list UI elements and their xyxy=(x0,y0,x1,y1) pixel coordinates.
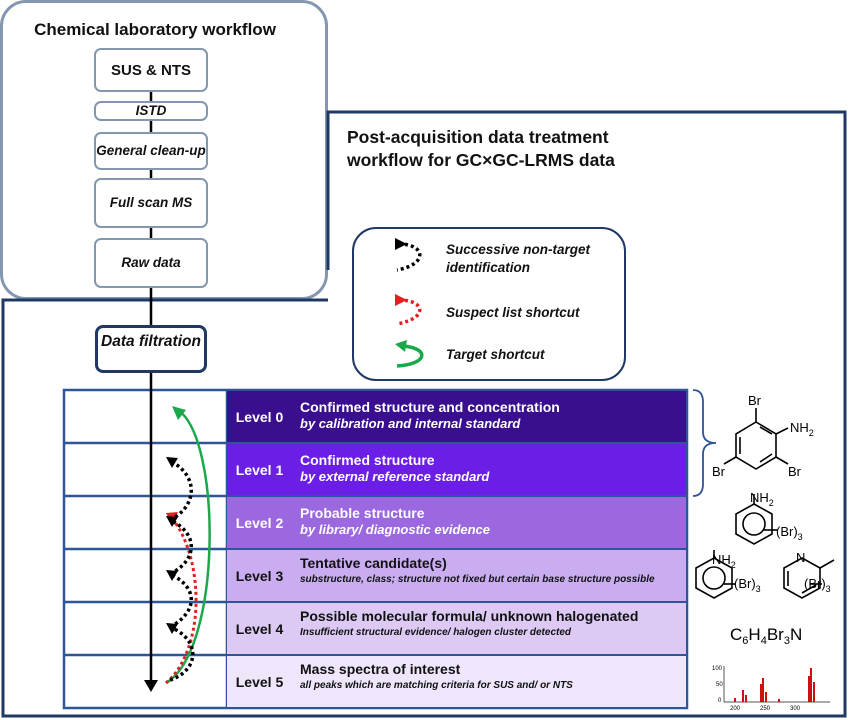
target-arrow-icon xyxy=(395,340,424,368)
svg-text:50: 50 xyxy=(716,682,723,688)
level-4-heading: Possible molecular formula/ unknown halo… xyxy=(300,608,639,624)
nontarget-arrows xyxy=(169,460,195,682)
nh2-label-1: NH2 xyxy=(790,420,814,438)
level-4-description: Possible molecular formula/ unknown halo… xyxy=(292,603,686,654)
level-0-heading: Confirmed structure and concentration xyxy=(300,399,560,415)
svg-text:100: 100 xyxy=(712,666,723,672)
br-left-label: Br xyxy=(712,464,726,479)
br3-label-2: (Br)3 xyxy=(734,576,761,594)
level-2-label: Level 2 xyxy=(227,497,292,548)
legend-target-label: Target shortcut xyxy=(446,347,545,362)
svg-text:0: 0 xyxy=(718,698,722,704)
level-0-subheading: by calibration and internal standard xyxy=(300,416,521,431)
level-3-subheading: substructure, class; structure not fixed… xyxy=(300,574,655,585)
level-5-heading: Mass spectra of interest xyxy=(300,661,461,677)
aniline-br3-structure-2 xyxy=(695,550,736,599)
level-2-heading: Probable structure xyxy=(300,505,425,521)
level-1-label: Level 1 xyxy=(227,444,292,495)
level-4-label: Level 4 xyxy=(227,603,292,654)
br-right-label: Br xyxy=(788,464,802,479)
nh2-label-3: NH2 xyxy=(712,552,736,570)
level-3-description: Tentative candidate(s) substructure, clas… xyxy=(292,550,686,601)
tribromoaniline-structure xyxy=(723,408,789,470)
legend-suspect-label: Suspect list shortcut xyxy=(446,305,580,320)
level-1-subheading: by external reference standard xyxy=(300,469,490,484)
mass-spectrum: 100 50 0 200 250 300 xyxy=(712,666,830,712)
step-sus-nts: SUS & NTS xyxy=(94,48,208,92)
legend-nontarget-label: Successive non-target identification xyxy=(446,242,591,275)
svg-text:300: 300 xyxy=(790,706,801,712)
svg-text:200: 200 xyxy=(730,706,741,712)
level-4-subheading: Insufficient structural evidence/ haloge… xyxy=(300,627,572,638)
level-0-label: Level 0 xyxy=(227,391,292,442)
step-full-scan-ms: Full scan MS xyxy=(94,178,208,228)
level-2-subheading: by library/ diagnostic evidence xyxy=(300,522,491,537)
suspect-shortcut-arrow xyxy=(165,517,198,685)
nontarget-arrow-icon xyxy=(395,238,422,272)
step-raw-data: Raw data xyxy=(94,238,208,288)
n-label: N xyxy=(796,550,805,565)
legend-arrows xyxy=(395,238,424,368)
br3-label-1: (Br)3 xyxy=(776,524,803,542)
aniline-br3-structure xyxy=(735,494,778,545)
svg-text:250: 250 xyxy=(760,706,771,712)
level-5-label: Level 5 xyxy=(227,656,292,707)
suspect-arrow-icon xyxy=(395,294,422,326)
level-5-subheading: all peaks which are matching criteria fo… xyxy=(300,680,573,691)
data-filtration-box: Data filtration xyxy=(95,325,207,373)
chemistry-panel: Br NH2 Br Br NH2 (Br)3 NH2 (Br)3 N (Br)3… xyxy=(695,393,835,712)
step-general-cleanup: General clean-up xyxy=(94,132,208,170)
post-acquisition-title: Post-acquisition data treatment workflow… xyxy=(347,127,615,170)
level-3-heading: Tentative candidate(s) xyxy=(300,555,447,571)
br-top-label: Br xyxy=(748,393,762,408)
main-flow-arrowhead xyxy=(144,680,158,692)
level-3-label: Level 3 xyxy=(227,550,292,601)
level-1-heading: Confirmed structure xyxy=(300,452,435,468)
nh2-label-2: NH2 xyxy=(750,490,774,508)
level-bracket xyxy=(692,389,717,497)
level-5-description: Mass spectra of interest all peaks which … xyxy=(292,656,686,707)
molecular-formula: C6H4Br3N xyxy=(730,625,802,647)
br3-label-3: (Br)3 xyxy=(804,576,831,594)
target-shortcut-arrow xyxy=(165,408,211,685)
step-istd: ISTD xyxy=(94,101,208,121)
lab-workflow-title: Chemical laboratory workflow xyxy=(34,20,276,39)
methylpyridine-br3-structure xyxy=(783,557,835,599)
